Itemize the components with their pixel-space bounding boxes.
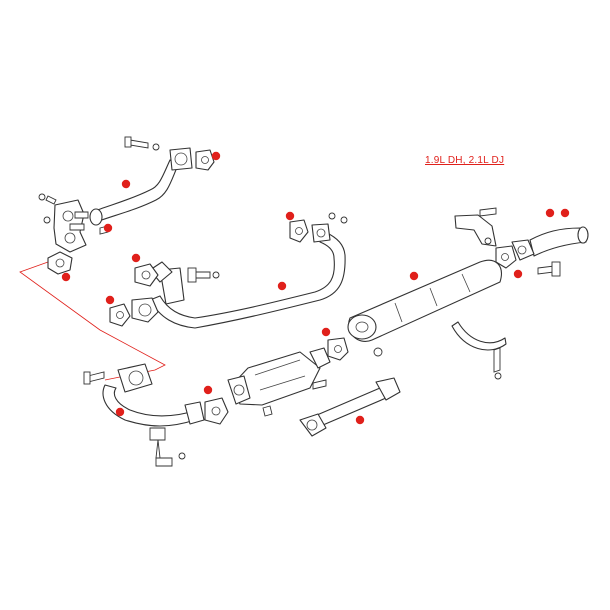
gasket-top [195, 149, 215, 171]
manifold-flange-left [53, 199, 89, 253]
muffler-strap [451, 321, 507, 380]
part-marker[interactable] [103, 223, 113, 233]
part-marker[interactable] [105, 295, 115, 305]
part-marker[interactable] [355, 415, 365, 425]
part-marker[interactable] [61, 272, 71, 282]
gasket-tail [495, 245, 517, 269]
gasket-mid-left [134, 263, 159, 287]
tail-pipe [511, 226, 589, 261]
part-marker[interactable] [115, 407, 125, 417]
engine-variant-label: 1.9L DH, 2.1L DJ [425, 155, 505, 166]
middle-exhaust-pipe [149, 223, 346, 329]
bolt-lower-left [83, 371, 105, 385]
muffler-bracket [454, 207, 497, 247]
gasket-mid-lower [109, 303, 131, 327]
part-markers [61, 151, 570, 425]
gasket-left [47, 251, 73, 275]
part-marker[interactable] [211, 151, 221, 161]
catalytic-converter [227, 347, 331, 406]
part-marker[interactable] [121, 179, 131, 189]
bolt-mid [187, 267, 220, 283]
gasket-cat-right [327, 337, 349, 361]
lower-exhaust-pipe [102, 363, 205, 427]
part-marker[interactable] [203, 385, 213, 395]
gasket-lower [204, 397, 229, 425]
part-marker[interactable] [545, 208, 555, 218]
flange-mid-left [131, 297, 159, 323]
part-marker[interactable] [321, 327, 331, 337]
bolt-tail [537, 261, 561, 277]
part-marker[interactable] [277, 281, 287, 291]
gasket-mid-right [289, 212, 348, 243]
part-marker[interactable] [409, 271, 419, 281]
intermediate-pipe [299, 377, 401, 437]
muffler [347, 259, 502, 342]
upper-exhaust-pipe [89, 147, 193, 226]
nut-cat [262, 347, 383, 417]
part-marker[interactable] [285, 211, 295, 221]
part-marker[interactable] [560, 208, 570, 218]
part-marker[interactable] [131, 253, 141, 263]
bolts-lower [149, 427, 186, 467]
small-bolts-left [38, 193, 109, 235]
part-marker[interactable] [513, 269, 523, 279]
bolt-top [124, 136, 160, 151]
